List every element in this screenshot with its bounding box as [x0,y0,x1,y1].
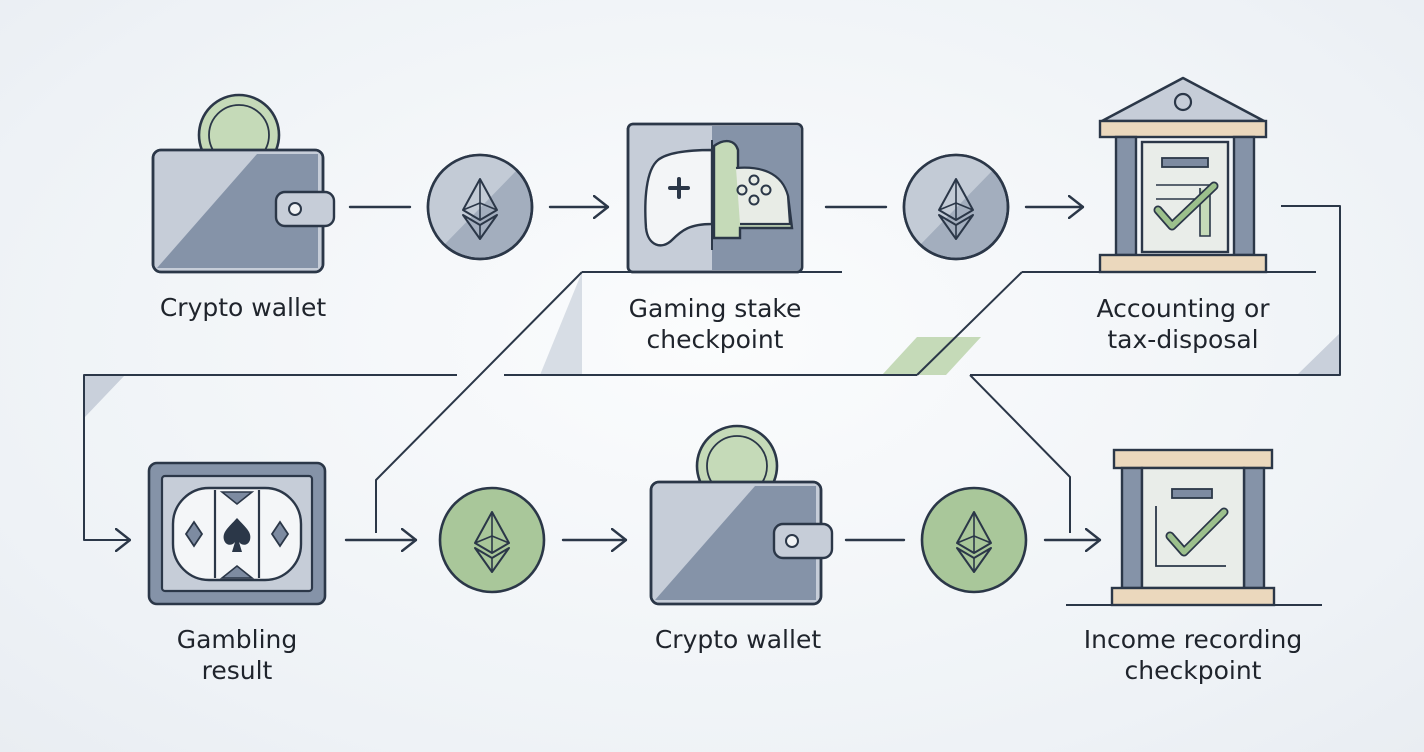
node-label-gambling: Gambling result [137,624,337,686]
label-line: checkpoint [646,325,784,354]
ethereum-token-3 [438,486,546,594]
node-label-gaming-stake: Gaming stake checkpoint [600,293,830,355]
label-line: Accounting or [1096,294,1270,323]
ethereum-token-4 [920,486,1028,594]
label-line: tax-disposal [1107,325,1259,354]
label-line: Gambling [176,625,298,654]
label-line: result [201,656,273,685]
ledger-checkmark-icon [1110,448,1276,607]
node-label-income-recording: Income recording checkpoint [1063,624,1323,686]
node-label-wallet-top: Crypto wallet [143,292,343,323]
label-line: Crypto wallet [159,293,327,322]
wallet-icon [151,93,336,274]
ethereum-token-1 [426,153,534,261]
game-controller-icon [626,122,804,274]
label-line: Crypto wallet [654,625,822,654]
node-label-accounting: Accounting or tax-disposal [1068,293,1298,355]
wallet-icon [649,424,834,606]
slot-machine-icon [147,461,327,606]
node-label-wallet-bottom: Crypto wallet [638,624,838,655]
label-line: Gaming stake [628,294,802,323]
label-line: Income recording [1083,625,1303,654]
label-line: checkpoint [1124,656,1262,685]
ethereum-token-2 [902,153,1010,261]
bank-building-icon [1098,76,1268,274]
flow-arrows [344,207,1102,540]
